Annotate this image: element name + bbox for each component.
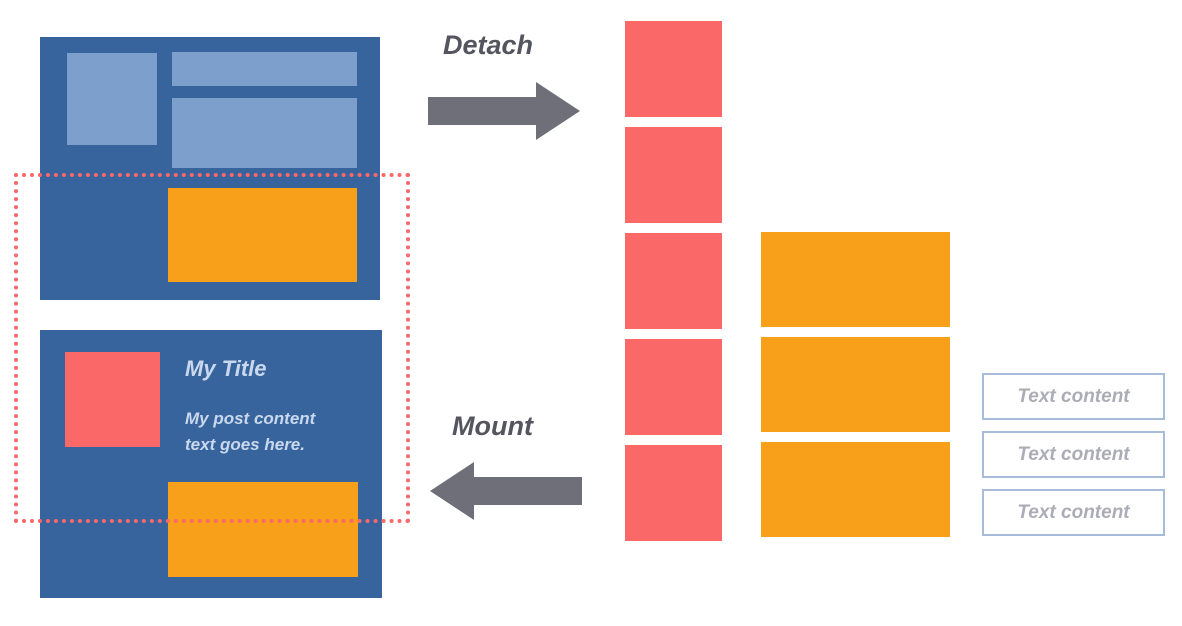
red-block (625, 445, 722, 541)
detached-orange-blocks (761, 232, 950, 537)
placeholder-block-small (67, 53, 157, 145)
mount-label: Mount (452, 411, 533, 441)
orange-block (761, 337, 950, 432)
card-body: My post content text goes here. (185, 406, 315, 458)
text-content-box: Text content (982, 373, 1165, 420)
page-mockup-top (40, 37, 380, 300)
orange-component-block (168, 188, 357, 282)
detach-label: Detach (443, 30, 534, 60)
page-mockup-bottom: My Title My post content text goes here. (40, 330, 382, 598)
detach-region-outline (14, 173, 410, 523)
placeholder-bar-top (172, 52, 357, 86)
arrow-right-icon (428, 82, 580, 140)
red-component-block (65, 352, 160, 447)
text-content-box: Text content (982, 489, 1165, 536)
orange-block (761, 442, 950, 537)
detached-red-blocks (625, 21, 722, 541)
orange-block (761, 232, 950, 327)
red-block (625, 339, 722, 435)
red-block (625, 21, 722, 117)
text-content-box: Text content (982, 431, 1165, 478)
card-body-line2: text goes here. (185, 435, 305, 454)
orange-component-block (168, 482, 358, 577)
card-body-line1: My post content (185, 409, 316, 428)
arrow-left-icon (430, 462, 582, 520)
red-block (625, 127, 722, 223)
red-block (625, 233, 722, 329)
placeholder-bar-bottom (172, 98, 357, 168)
card-title: My Title (185, 356, 267, 381)
